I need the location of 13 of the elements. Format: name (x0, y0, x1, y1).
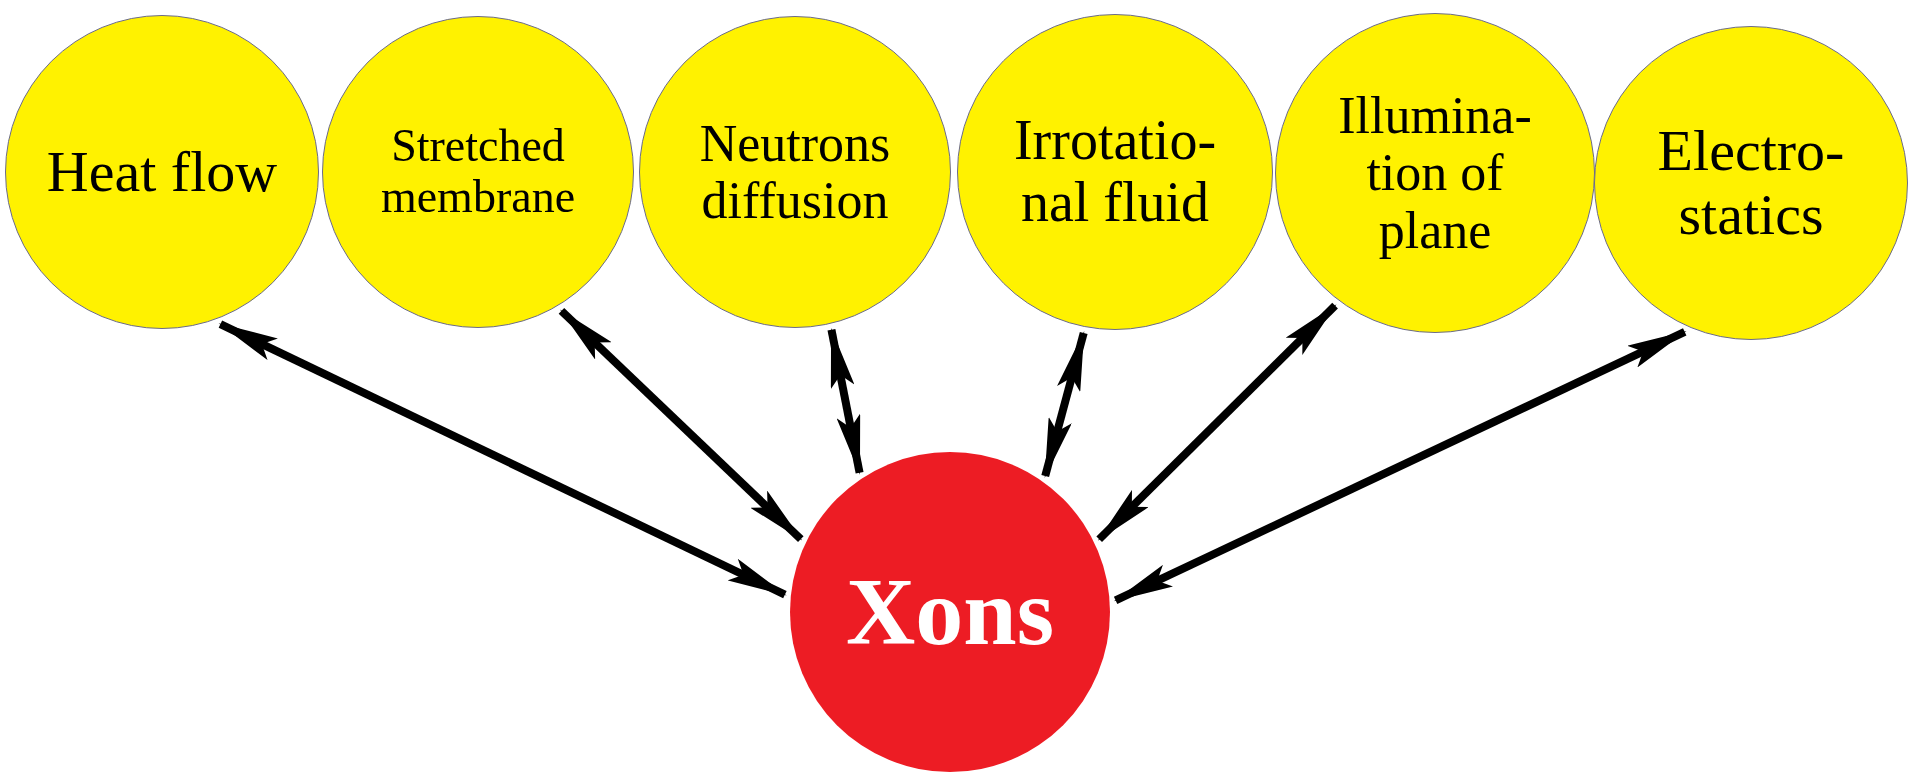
circle-label: Irrotatio- nal fluid (1012, 110, 1218, 234)
double-arrow (1096, 302, 1338, 543)
circle-label: Xons (844, 564, 1056, 660)
circle-label: Electro- statics (1656, 119, 1846, 247)
circle-label: Stretched membrane (379, 121, 577, 223)
double-arrow (558, 307, 804, 543)
circle-label: Illumina- tion of plane (1337, 87, 1533, 259)
circle-label: Neutrons diffusion (698, 114, 892, 230)
circle-label: Heat flow (45, 140, 279, 204)
double-arrow (218, 320, 787, 599)
double-arrow (1113, 328, 1687, 605)
double-arrow (827, 327, 864, 475)
double-arrow (1041, 331, 1088, 478)
